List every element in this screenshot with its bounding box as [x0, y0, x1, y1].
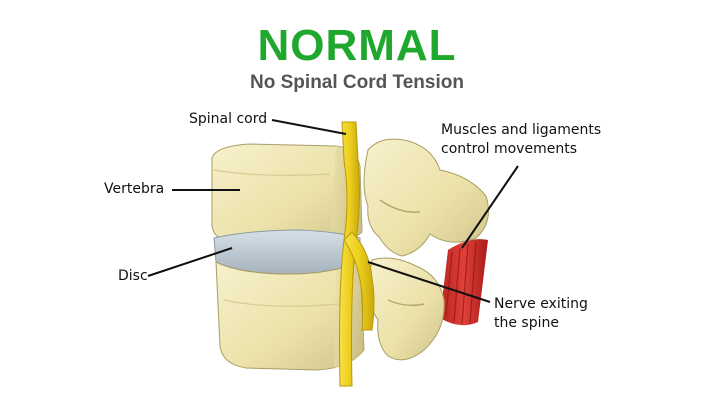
page-subtitle: No Spinal Cord Tension — [250, 72, 464, 93]
label-muscles-line1: Muscles and ligaments — [441, 122, 602, 138]
label-spinal-cord: Spinal cord — [189, 111, 268, 127]
upper-vertebra-body — [211, 143, 363, 245]
muscles-leader — [461, 165, 519, 249]
leader-lines — [147, 119, 519, 303]
label-nerve-exiting: Nerve exiting the spine — [494, 295, 588, 333]
muscle-ligament-shape — [440, 239, 488, 326]
label-disc: Disc — [118, 268, 148, 284]
label-muscles-line2: control movements — [441, 141, 577, 157]
spinal-cord-shape — [339, 121, 375, 387]
spinal-cord-leader — [271, 119, 347, 135]
nerve-leader — [367, 261, 491, 303]
page-title: NORMAL — [257, 21, 457, 70]
disc-leader — [147, 247, 233, 277]
label-nerve-line2: the spine — [494, 315, 559, 331]
disc-shape — [213, 229, 361, 275]
vertebra-posterior-processes — [363, 138, 489, 361]
label-muscles-ligaments: Muscles and ligaments control movements — [441, 121, 601, 159]
label-nerve-line1: Nerve exiting — [494, 296, 588, 312]
label-vertebra: Vertebra — [104, 181, 165, 197]
